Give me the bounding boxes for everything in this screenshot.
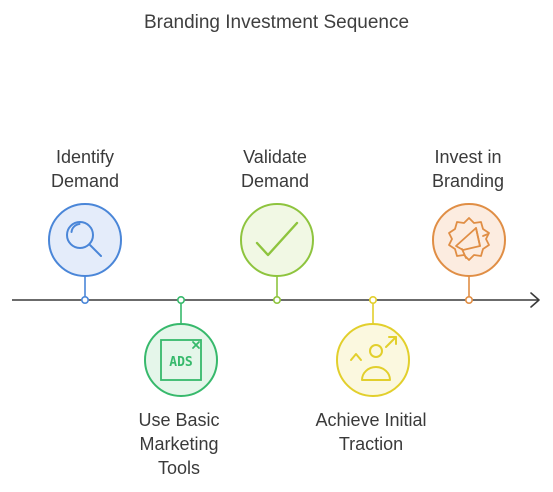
megaphone-badge-icon bbox=[448, 217, 490, 261]
step-use-basic-marketing-tools: ADS bbox=[144, 295, 218, 397]
step-validate-demand bbox=[240, 203, 314, 304]
badge-achieve-initial-traction bbox=[336, 323, 410, 397]
node-use-basic-marketing-tools bbox=[177, 295, 186, 304]
step-invest-in-branding bbox=[432, 203, 506, 304]
timeline-arrowhead bbox=[530, 292, 540, 308]
ads-icon: ADS bbox=[160, 339, 202, 381]
badge-identify-demand bbox=[48, 203, 122, 277]
badge-validate-demand bbox=[240, 203, 314, 277]
diagram-title: Branding Investment Sequence bbox=[143, 12, 410, 33]
ads-icon-text: ADS bbox=[169, 355, 193, 370]
person-growth-icon bbox=[350, 336, 397, 381]
step-identify-demand bbox=[48, 203, 122, 304]
node-identify-demand bbox=[81, 295, 90, 304]
node-invest-in-branding bbox=[464, 295, 473, 304]
node-achieve-initial-traction bbox=[368, 295, 377, 304]
badge-invest-in-branding bbox=[432, 203, 506, 277]
checkmark-icon bbox=[255, 221, 299, 257]
magnifier-icon bbox=[66, 221, 102, 257]
node-validate-demand bbox=[272, 295, 281, 304]
step-achieve-initial-traction bbox=[336, 295, 410, 397]
